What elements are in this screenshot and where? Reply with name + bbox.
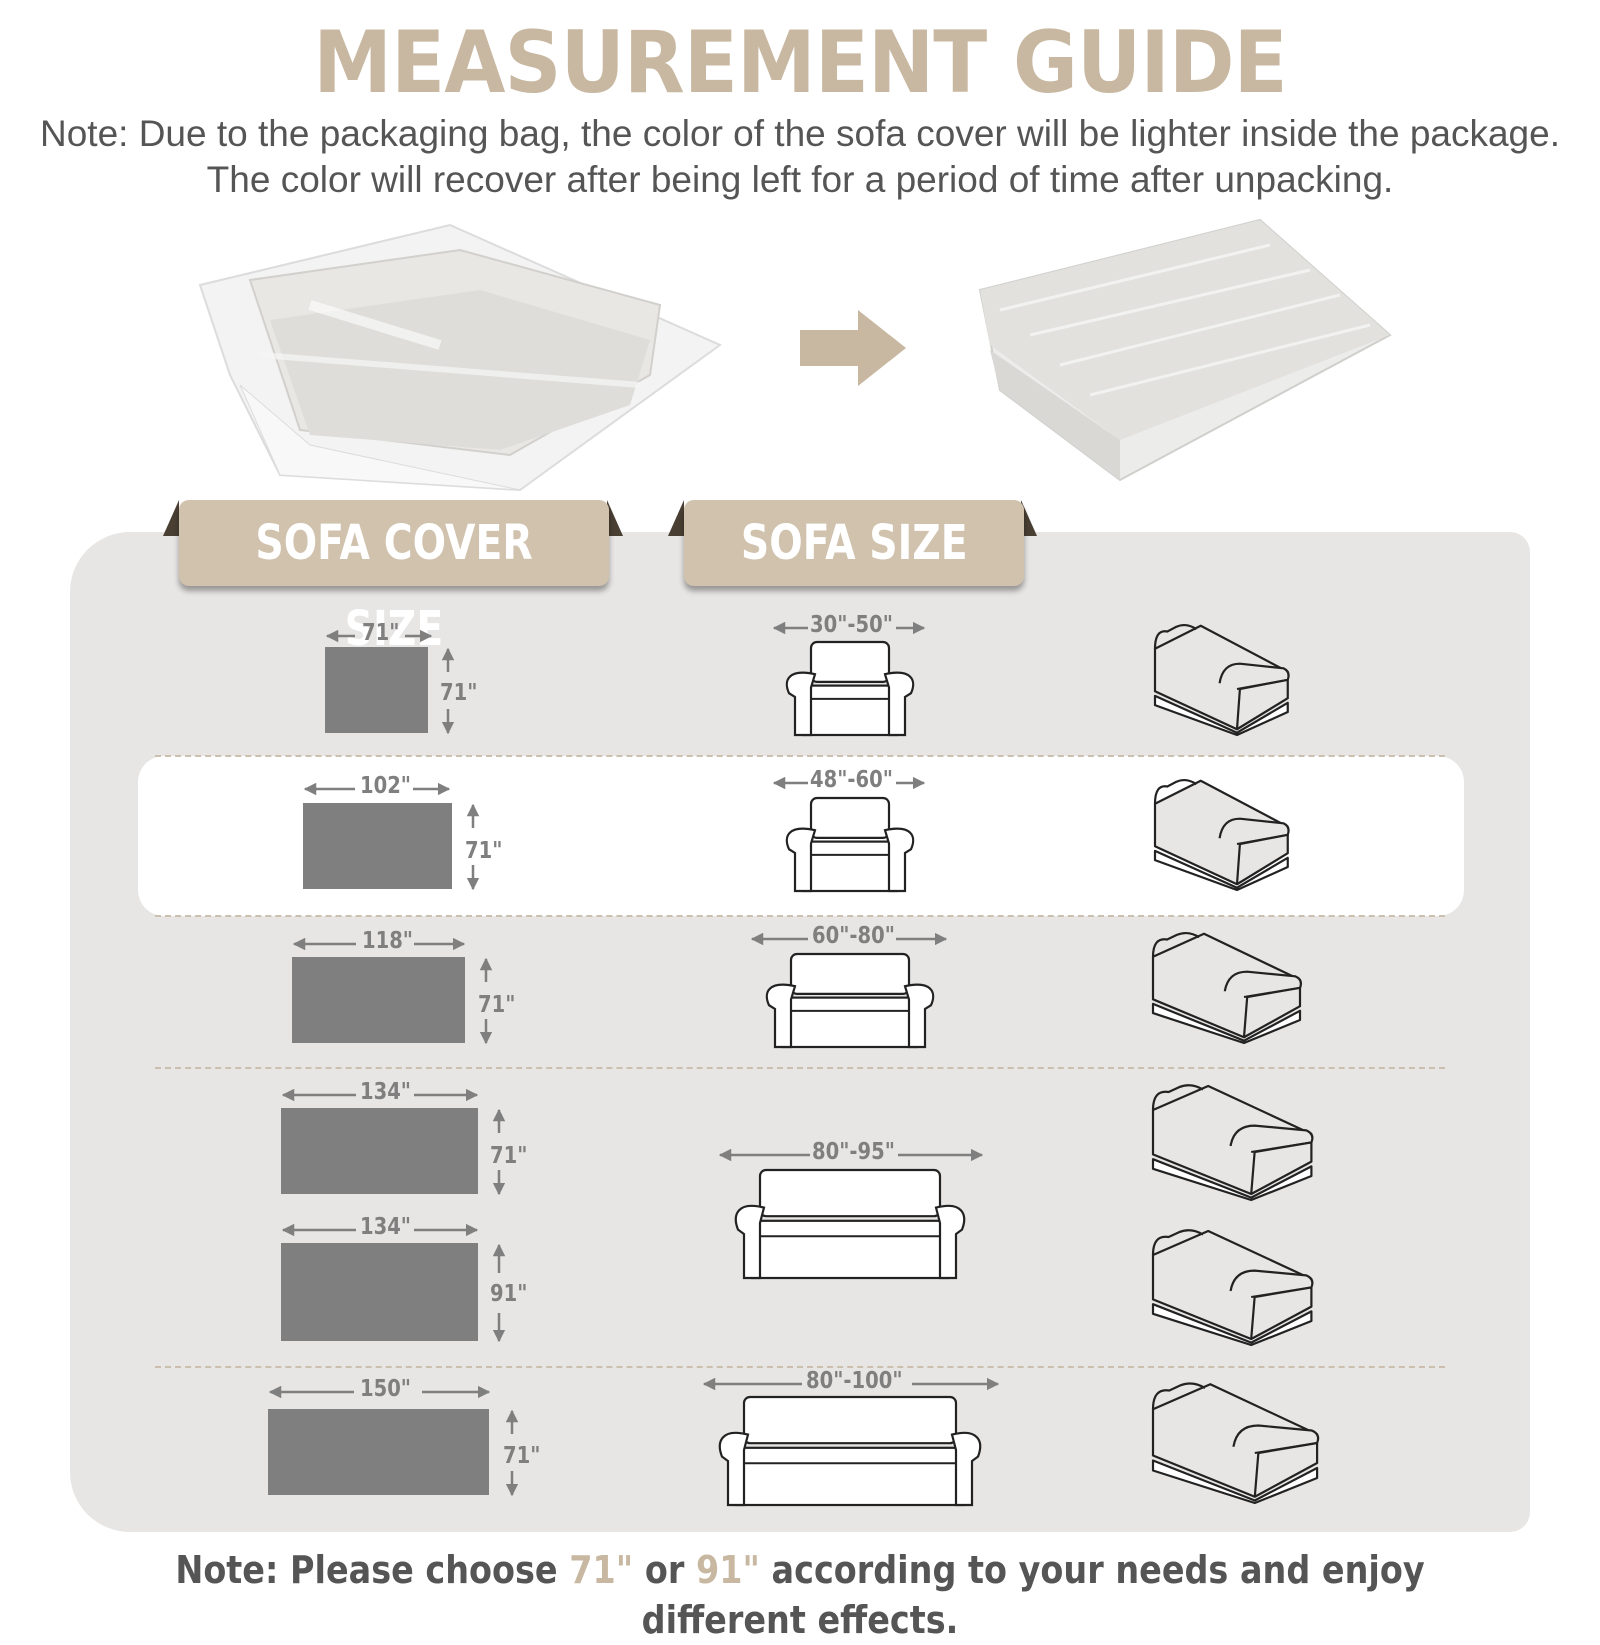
sofa-width-label: 48"-60" [810,767,893,793]
cover-size-rect [325,647,428,733]
cover-height-label: 71" [490,1143,528,1169]
row-divider [155,915,1445,917]
cover-width-label: 134" [360,1079,411,1105]
cover-height-label: 71" [478,992,516,1018]
sofa-front-icon [785,796,915,893]
row-divider [155,755,1445,757]
sofa-front-icon [718,1395,982,1507]
cover-size-rect [303,803,452,889]
sofa-isometric-icon [1151,1382,1320,1505]
sofa-isometric-icon [1151,1084,1314,1202]
cover-height-arrow [505,1409,519,1497]
cover-width-label: 118" [362,928,413,954]
packaging-note-line1: Note: Due to the packaging bag, the colo… [40,113,1560,154]
cover-height-label: 71" [465,838,503,864]
tab-sofa-size: SOFA SIZE [684,500,1024,586]
packaging-note-line2: The color will recover after being left … [206,159,1394,200]
cover-size-rect [281,1108,478,1194]
cover-width-label: 71" [362,620,400,646]
cover-width-label: 134" [360,1214,411,1240]
cover-height-arrow [479,957,493,1045]
sofa-isometric-icon [1151,1229,1314,1347]
sofa-width-arrow [702,1377,1000,1391]
tab-fold-right-2 [1021,500,1037,536]
sofa-isometric-icon [1153,778,1290,892]
cover-height-arrow [441,647,455,735]
cover-width-label: 150" [360,1376,411,1402]
page-title: MEASUREMENT GUIDE [313,13,1287,113]
cover-size-rect [292,957,465,1043]
cover-height-arrow [492,1243,506,1343]
tab-fold-left-2 [668,500,684,536]
packaged-cover-image [198,223,722,492]
sofa-width-label: 80"-100" [806,1368,903,1394]
sofa-isometric-icon [1151,931,1302,1045]
sofa-width-label: 80"-95" [812,1139,895,1165]
sofa-width-arrow [772,776,926,790]
sofa-width-arrow [772,621,926,635]
cover-height-label: 91" [490,1281,528,1307]
cover-height-label: 71" [503,1443,541,1469]
sofa-isometric-icon [1153,623,1290,737]
cover-width-arrow [303,782,451,796]
sofa-width-label: 30"-50" [810,612,893,638]
tab-fold-left [163,500,179,536]
cover-height-arrow [466,803,480,891]
cover-width-arrow [268,1385,491,1399]
cover-width-arrow [292,937,466,951]
arrow-right-icon [800,310,906,386]
unpacked-cover-image [978,218,1392,482]
sofa-front-icon [785,640,915,737]
sofa-width-arrow [750,932,948,946]
sofa-width-arrow [718,1148,984,1162]
cover-height-arrow [492,1108,506,1196]
row-divider [155,1067,1445,1069]
row-divider [155,1366,1445,1368]
sofa-width-label: 60"-80" [812,923,895,949]
cover-width-arrow [325,629,433,643]
cover-height-label: 71" [440,680,478,706]
sofa-front-icon [765,952,935,1049]
cover-size-rect [281,1243,478,1341]
cover-width-arrow [281,1088,479,1102]
sofa-front-icon [734,1168,966,1280]
bottom-note: Note: Please choose 71" or 91" according… [175,1548,1425,1642]
cover-width-label: 102" [360,773,411,799]
cover-size-rect [268,1409,489,1495]
tab-fold-right [607,500,623,536]
tab-sofa-cover-size: SOFA COVER SIZE [179,500,609,657]
cover-width-arrow [281,1223,479,1237]
